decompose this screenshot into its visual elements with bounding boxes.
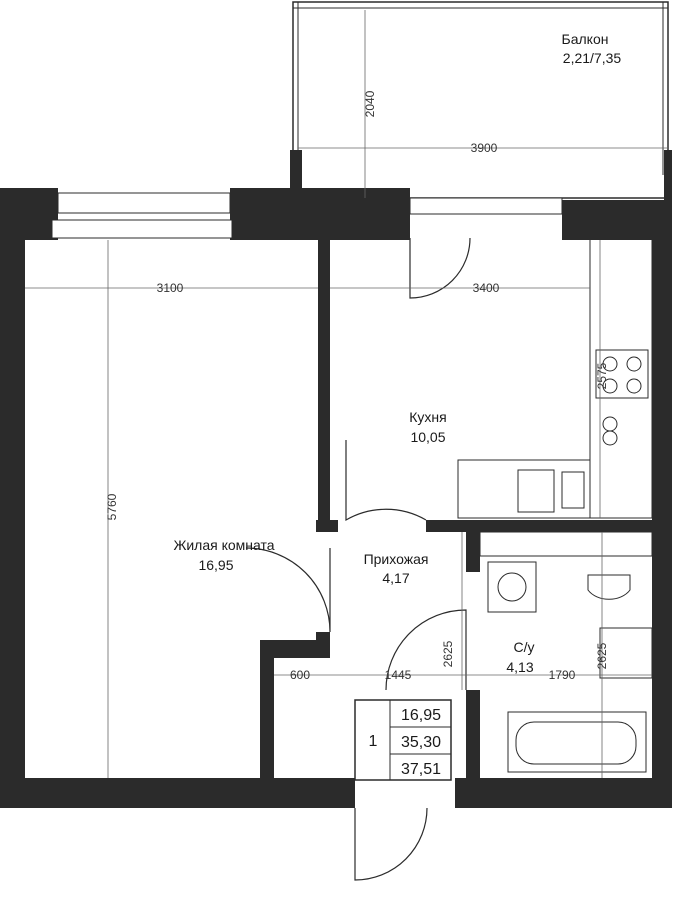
balcony-area: 2,21/7,35 (563, 50, 622, 66)
hall-area: 4,17 (382, 570, 409, 586)
bath-fixtures (479, 531, 653, 773)
summary-total-area: 35,30 (401, 734, 441, 751)
area-summary (354, 699, 452, 781)
dim-balcony-depth: 2040 (363, 90, 377, 117)
windows (51, 192, 563, 239)
dim-kitchen-width: 3400 (473, 281, 500, 295)
kitchen-area: 10,05 (410, 429, 445, 445)
kitchen-name: Кухня (409, 409, 446, 425)
kitchen-fixtures (457, 237, 653, 519)
dim-bath-depth: 2625 (595, 642, 609, 669)
summary-rooms-count: 1 (369, 733, 378, 750)
bath-name: С/у (514, 639, 535, 655)
bath-area: 4,13 (506, 659, 533, 675)
living-area: 16,95 (198, 557, 233, 573)
dim-seg-600: 600 (290, 668, 310, 682)
hall-name: Прихожая (364, 551, 429, 567)
balcony-name: Балкон (562, 31, 609, 47)
dim-living-width: 3100 (157, 281, 184, 295)
dim-seg-1790: 1790 (549, 668, 576, 682)
dim-kitchen-small: 2575 (595, 362, 609, 389)
dim-hall-depth: 2625 (441, 640, 455, 667)
doors (245, 237, 471, 881)
dim-living-length: 5760 (105, 493, 119, 520)
dim-seg-1445: 1445 (385, 668, 412, 682)
dimension-lines (25, 10, 668, 778)
walls (0, 188, 672, 808)
summary-living-area: 16,95 (401, 707, 441, 724)
balcony (290, 1, 672, 200)
summary-total-balcony: 37,51 (401, 761, 441, 778)
living-name: Жилая комната (173, 537, 274, 553)
dim-balcony-width: 3900 (471, 141, 498, 155)
